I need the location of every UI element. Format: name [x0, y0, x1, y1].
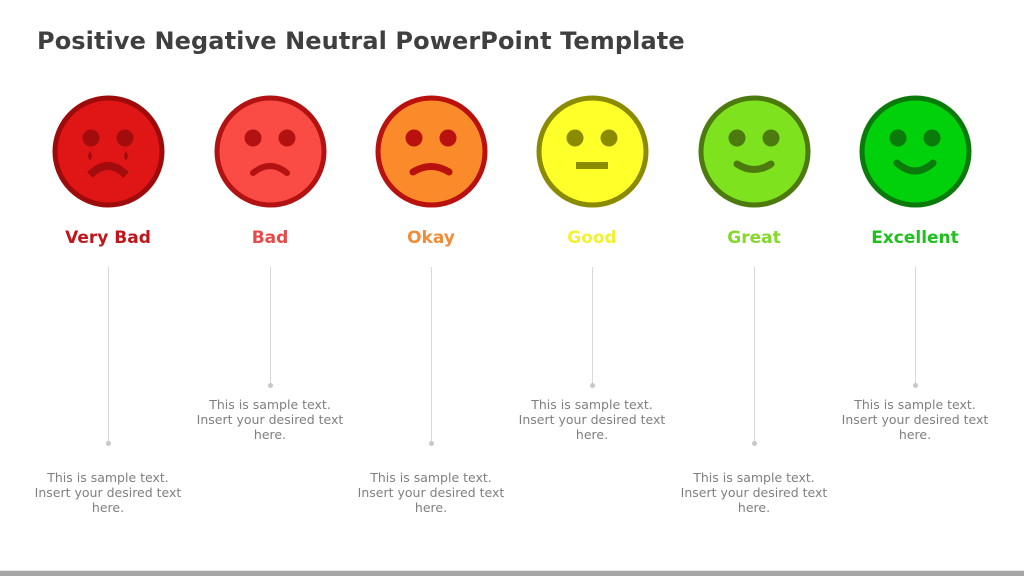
- connector-line: [108, 267, 109, 443]
- rating-label: Great: [727, 228, 781, 248]
- connector-dot: [268, 383, 273, 388]
- connector-dot: [752, 441, 757, 446]
- sad-face-icon: [214, 95, 327, 208]
- connector-line: [270, 267, 271, 385]
- rating-description: This is sample text. Insert your desired…: [196, 397, 344, 442]
- rating-description: This is sample text. Insert your desired…: [357, 470, 505, 515]
- connector-line: [915, 267, 916, 385]
- rating-description: This is sample text. Insert your desired…: [680, 470, 828, 515]
- connector-dot: [590, 383, 595, 388]
- connector-line: [431, 267, 432, 443]
- frown-face-icon: [375, 95, 488, 208]
- rating-label: Good: [567, 228, 617, 248]
- rating-label: Okay: [407, 228, 455, 248]
- connector-line: [592, 267, 593, 385]
- neutral-face-icon: [536, 95, 649, 208]
- connector-dot: [913, 383, 918, 388]
- slide-title: Positive Negative Neutral PowerPoint Tem…: [37, 27, 685, 55]
- rating-label: Very Bad: [65, 228, 151, 248]
- connector-line: [754, 267, 755, 443]
- rating-description: This is sample text. Insert your desired…: [34, 470, 182, 515]
- connector-dot: [106, 441, 111, 446]
- rating-description: This is sample text. Insert your desired…: [841, 397, 989, 442]
- smile-face-icon: [698, 95, 811, 208]
- rating-label: Bad: [251, 228, 289, 248]
- crying-face-icon: [52, 95, 165, 208]
- connector-dot: [429, 441, 434, 446]
- rating-description: This is sample text. Insert your desired…: [518, 397, 666, 442]
- big-smile-face-icon: [859, 95, 972, 208]
- rating-label: Excellent: [871, 228, 959, 248]
- footer-bar: [0, 570, 1024, 576]
